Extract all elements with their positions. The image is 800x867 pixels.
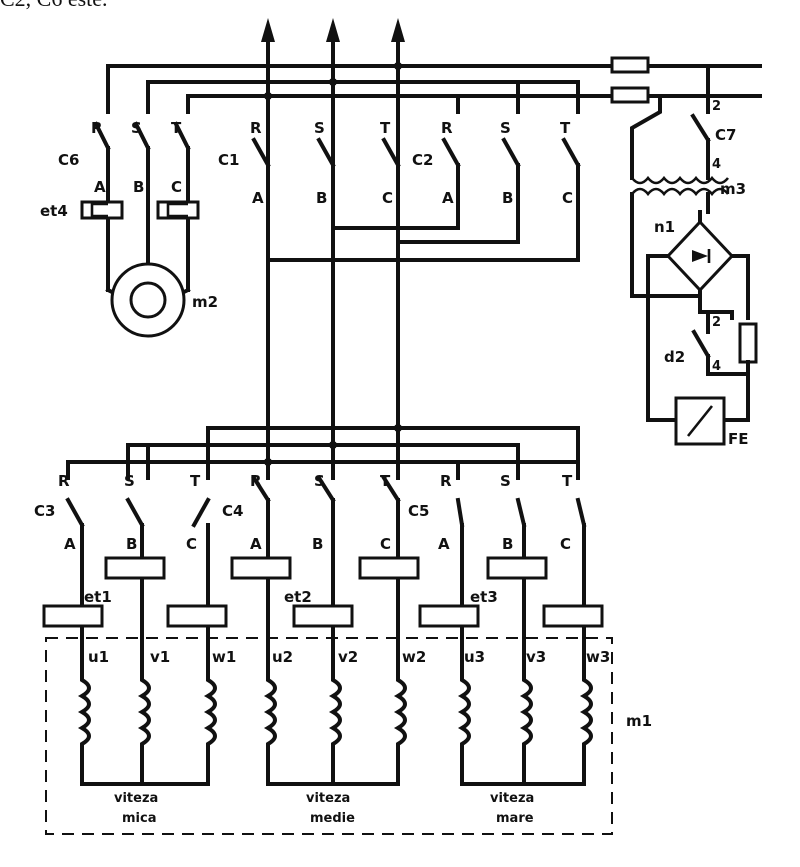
label-r: R <box>58 472 70 490</box>
label-c1: C1 <box>218 151 239 169</box>
terminal-w2: w2 <box>402 648 426 666</box>
speed-word-1: viteza <box>114 791 158 806</box>
group-c5 <box>455 497 587 652</box>
lower-contactors <box>42 475 604 652</box>
motor-m1-boundary <box>45 637 613 835</box>
label-c: C <box>186 535 197 553</box>
label-et4: et4 <box>40 202 68 220</box>
label-s: S <box>131 119 142 137</box>
label-et1: et1 <box>84 588 112 606</box>
label-t: T <box>171 119 182 137</box>
terminal-w1: w1 <box>212 648 236 666</box>
label-c3: C3 <box>34 502 55 520</box>
label-b: B <box>312 535 323 553</box>
label-c: C <box>380 535 391 553</box>
label-b: B <box>126 535 137 553</box>
label-a: A <box>442 189 454 207</box>
pump-motor-m2: et4 m2 <box>40 200 218 338</box>
label-n1: n1 <box>654 218 675 236</box>
label-r: R <box>91 119 103 137</box>
terminal-w3: w3 <box>586 648 610 666</box>
label-s: S <box>124 472 135 490</box>
label-t: T <box>380 119 391 137</box>
label-a: A <box>438 535 450 553</box>
motor-windings <box>77 648 593 786</box>
label-c7-2: 2 <box>712 99 721 114</box>
speed-medie: medie <box>310 811 355 826</box>
label-d2-2: 2 <box>712 315 721 330</box>
speed-word-2: viteza <box>306 791 350 806</box>
top-labels: R S T R S T R S T C6 C1 C2 A B C A B C A… <box>58 119 573 207</box>
speed-word-3: viteza <box>490 791 534 806</box>
label-c7-4: 4 <box>712 157 721 172</box>
label-c4: C4 <box>222 502 243 520</box>
brake-circuit: 2 C7 4 m3 n1 2 d2 4 <box>630 64 758 448</box>
label-m1: m1 <box>626 712 652 730</box>
label-s: S <box>314 119 325 137</box>
label-fe: FE <box>728 430 749 448</box>
label-s: S <box>500 119 511 137</box>
terminal-u2: u2 <box>272 648 293 666</box>
lower-bus <box>66 424 580 480</box>
terminal-v3: v3 <box>526 648 546 666</box>
label-d2-4: 4 <box>712 359 721 374</box>
label-a: A <box>64 535 76 553</box>
label-c7: C7 <box>715 126 736 144</box>
label-c6: C6 <box>58 151 79 169</box>
speed-mica: mica <box>122 811 156 826</box>
label-m2: m2 <box>192 293 218 311</box>
label-m3: m3 <box>720 180 746 198</box>
label-d2: d2 <box>664 348 685 366</box>
lower-labels: R S T R S T R S T C3 C4 C5 A B C A B C A… <box>34 472 573 606</box>
label-t: T <box>190 472 201 490</box>
label-b: B <box>133 178 144 196</box>
label-et2: et2 <box>284 588 312 606</box>
label-a: A <box>252 189 264 207</box>
fuse-1 <box>610 56 650 74</box>
label-c: C <box>562 189 573 207</box>
terminal-labels: u1 v1 w1 u2 v2 w2 u3 v3 w3 <box>88 648 610 666</box>
label-c: C <box>171 178 182 196</box>
label-r: R <box>250 472 262 490</box>
label-s: S <box>500 472 511 490</box>
terminal-v1: v1 <box>150 648 170 666</box>
fuse-2 <box>610 86 650 104</box>
label-r: R <box>440 472 452 490</box>
terminal-v2: v2 <box>338 648 358 666</box>
label-a: A <box>250 535 262 553</box>
speed-labels: viteza mica viteza medie viteza mare <box>114 791 534 826</box>
label-b: B <box>502 535 513 553</box>
label-b: B <box>316 189 327 207</box>
terminal-u3: u3 <box>464 648 485 666</box>
speed-mare: mare <box>496 811 534 826</box>
label-et3: et3 <box>470 588 498 606</box>
label-t: T <box>560 119 571 137</box>
top-caption: C2, C6 este. <box>0 0 108 12</box>
label-t: T <box>562 472 573 490</box>
label-c2: C2 <box>412 151 433 169</box>
label-b: B <box>502 189 513 207</box>
group-c3 <box>65 497 211 652</box>
label-c: C <box>382 189 393 207</box>
label-t: T <box>380 472 391 490</box>
label-r: R <box>441 119 453 137</box>
label-a: A <box>94 178 106 196</box>
top-bus <box>106 56 762 114</box>
label-c5: C5 <box>408 502 429 520</box>
terminal-u1: u1 <box>88 648 109 666</box>
label-c: C <box>560 535 571 553</box>
label-s: S <box>314 472 325 490</box>
label-r: R <box>250 119 262 137</box>
